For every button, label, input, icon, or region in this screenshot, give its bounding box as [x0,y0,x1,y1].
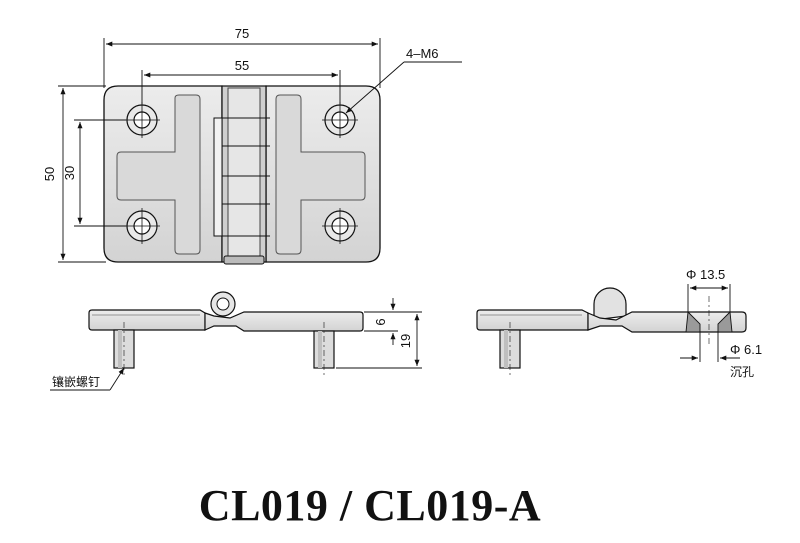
side-view-right: Φ 13.5 Φ 6.1 沉孔 [476,267,762,379]
dimension-hole-spacing-y: 30 [62,119,126,227]
dimension-plate-thickness: 6 [364,298,398,345]
right-view-left-plate [476,309,589,331]
screw-callout-leader: 4–M6 [345,46,462,114]
dimension-total-height: 19 [336,311,422,369]
side-view-left: 6 19 镶嵌螺钉 [50,291,422,391]
dim-label-19: 19 [398,334,413,348]
left-stud [113,322,135,376]
product-title: CL019 / CL019-A [198,481,542,530]
dim-label-through-hole: Φ 6.1 [730,342,762,357]
left-hinge-leaf [103,85,223,263]
stud-label: 镶嵌螺钉 [52,374,100,389]
stud-callout-leader: 镶嵌螺钉 [50,367,125,391]
counterbore-section [685,296,733,344]
dim-label-30: 30 [62,166,77,180]
top-view: 75 55 50 30 4–M6 [42,26,462,265]
left-side-plate [88,309,206,331]
dimension-through-hole-diameter: Φ 6.1 沉孔 [680,332,762,379]
counterbore-label: 沉孔 [730,365,754,379]
dimension-counterbore-diameter: Φ 13.5 [686,267,731,312]
dimension-overall-width: 75 [103,26,381,88]
dimension-overall-height: 50 [42,85,106,263]
dim-label-counterbore: Φ 13.5 [686,267,725,282]
right-stud [313,322,335,376]
mounting-holes [124,102,358,244]
hole-top-left [124,102,160,138]
hole-bottom-right [322,208,358,244]
hole-bottom-left [124,208,160,244]
left-side-knuckle [204,291,364,332]
hinge-knuckles [213,85,270,265]
right-hinge-leaf [265,85,381,263]
dimension-hole-spacing-x: 55 [141,58,341,104]
dim-label-50: 50 [42,167,57,181]
right-view-knuckle [587,287,747,333]
dim-label-75: 75 [235,26,249,41]
dim-label-55: 55 [235,58,249,73]
dim-label-6: 6 [373,318,388,325]
screw-callout-label: 4–M6 [406,46,439,61]
right-view-stud [499,322,521,376]
